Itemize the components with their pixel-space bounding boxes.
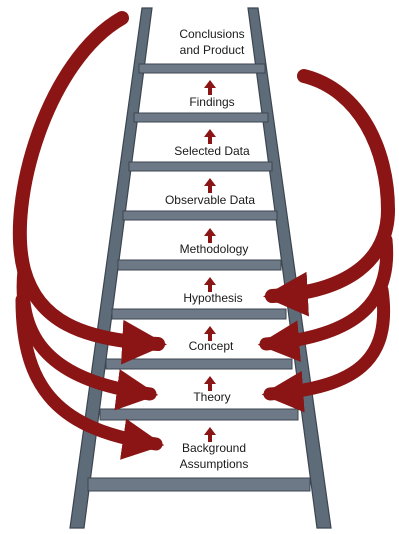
rung (128, 161, 273, 172)
step-label-theory: Theory (193, 390, 230, 404)
step-up-arrows (204, 80, 216, 442)
step-label-conclusions-line2: and Product (180, 43, 245, 57)
up-arrow-icon (204, 376, 216, 391)
step-label-background: Background (182, 441, 246, 455)
right-feedback-arrow-theory (261, 283, 391, 413)
step-label-hypothesis: Hypothesis (183, 291, 242, 305)
up-arrow-icon (204, 427, 216, 442)
right-feedback-arrow-concept (257, 233, 394, 362)
step-label-conclusions: Conclusions (179, 27, 244, 41)
up-arrow-icon (204, 178, 216, 193)
rung (117, 259, 282, 271)
rung (122, 210, 278, 221)
step-label-methodology: Methodology (180, 242, 249, 256)
rung (105, 358, 293, 370)
up-arrow-icon (204, 80, 216, 95)
step-label-concept: Concept (189, 339, 234, 353)
left-feedback-arrow-theory (16, 263, 159, 411)
feedback-arrows (12, 11, 396, 460)
up-arrow-icon (204, 326, 216, 341)
left-feedback-arrow-concept (12, 11, 167, 365)
right-feedback-arrow-hypothesis (263, 69, 396, 317)
step-label-observable-data: Observable Data (165, 193, 255, 207)
up-arrow-icon (204, 277, 216, 292)
rung (138, 63, 266, 74)
left-feedback-arrow-background (15, 293, 165, 460)
step-label-selected-data: Selected Data (174, 144, 250, 158)
step-label-findings: Findings (189, 95, 234, 109)
up-arrow-icon (204, 228, 216, 243)
ladder-rungs (87, 63, 311, 492)
left-rail (69, 7, 153, 529)
step-label-background-line2: Assumptions (180, 457, 249, 471)
rung (111, 308, 287, 320)
rung (99, 408, 299, 421)
rung (133, 112, 269, 123)
rung (87, 477, 311, 492)
up-arrow-icon (204, 129, 216, 144)
step-labels: Conclusions and Product Findings Selecte… (165, 27, 255, 471)
